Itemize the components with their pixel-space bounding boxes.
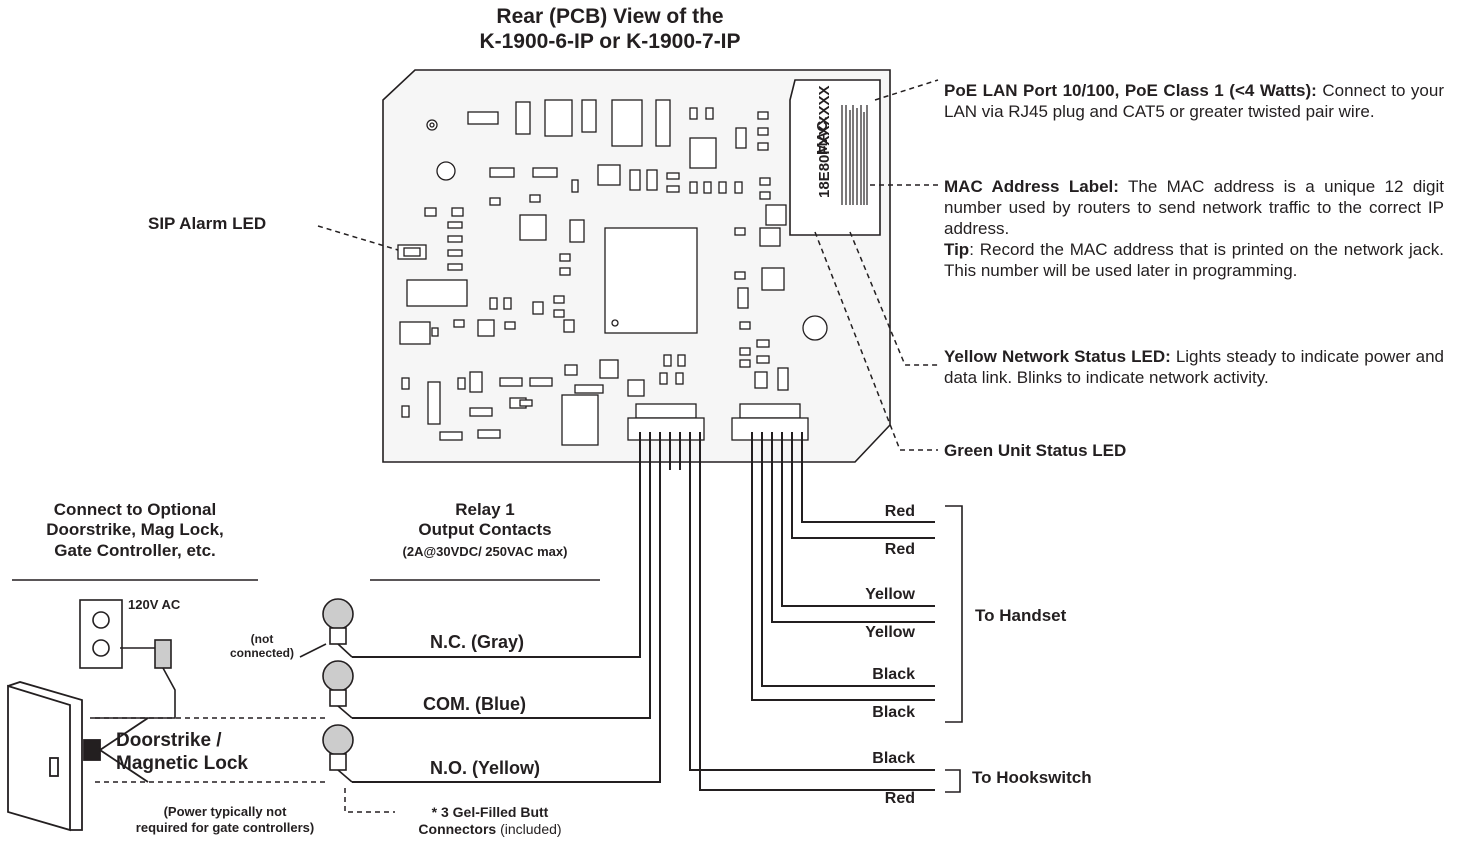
page-title: Rear (PCB) View of the K-1900-6-IP or K-… bbox=[479, 5, 741, 54]
relay-wires bbox=[352, 432, 935, 791]
not-connected-label: (not connected) bbox=[229, 632, 294, 661]
door bbox=[7, 681, 149, 832]
power-note: (Power typically not required for gate c… bbox=[135, 804, 315, 835]
mac-callout: MAC Address Label: The MAC address is a … bbox=[944, 177, 1445, 280]
wire-label: Black bbox=[872, 704, 915, 721]
relay-wire-label: N.C. (Gray) bbox=[430, 632, 525, 652]
relay-wire-label: COM. (Blue) bbox=[423, 694, 526, 714]
barcode bbox=[841, 105, 868, 205]
wire-label: Yellow bbox=[865, 586, 915, 603]
outlet-label: 120V AC bbox=[128, 597, 181, 612]
connect-header: Connect to Optional Doorstrike, Mag Lock… bbox=[46, 500, 224, 560]
yellow-led-callout: Yellow Network Status LED: Lights steady… bbox=[944, 347, 1444, 387]
wire-label: Black bbox=[872, 666, 915, 683]
wire-label: Yellow bbox=[865, 624, 915, 641]
relay-header: Relay 1 Output Contacts (2A@30VDC/ 250VA… bbox=[402, 500, 568, 559]
mac-value: 18E80FXXXXXX bbox=[816, 85, 833, 198]
hookswitch-bracket bbox=[945, 769, 961, 793]
butt-connectors bbox=[299, 598, 354, 783]
sip-led-leader bbox=[317, 225, 399, 251]
wire-label: Black bbox=[872, 750, 915, 767]
butt-leader bbox=[344, 788, 395, 813]
doorstrike-label: Doorstrike / Magnetic Lock bbox=[116, 730, 248, 774]
wire-label: Red bbox=[884, 503, 915, 520]
wire-label: Red bbox=[884, 790, 915, 807]
butt-connector-note: * 3 Gel-Filled Butt Connectors (included… bbox=[418, 804, 562, 837]
relay-wire-label: N.O. (Yellow) bbox=[430, 758, 541, 778]
mac-prefix: MAC: bbox=[814, 116, 831, 155]
handset-wires bbox=[751, 432, 935, 701]
to-handset-label: To Handset bbox=[975, 606, 1067, 625]
yellow-led-leader bbox=[849, 231, 938, 366]
wire-label: Red bbox=[884, 541, 915, 558]
poe-callout: PoE LAN Port 10/100, PoE Class 1 (<4 Wat… bbox=[944, 81, 1444, 121]
green-led-callout: Green Unit Status LED bbox=[944, 441, 1127, 460]
handset-bracket bbox=[945, 505, 963, 723]
pcb-components bbox=[397, 99, 828, 446]
to-hookswitch-label: To Hookswitch bbox=[972, 768, 1092, 787]
sip-led-callout: SIP Alarm LED bbox=[148, 214, 267, 233]
poe-leader bbox=[874, 79, 939, 101]
wall-outlet bbox=[79, 599, 176, 719]
